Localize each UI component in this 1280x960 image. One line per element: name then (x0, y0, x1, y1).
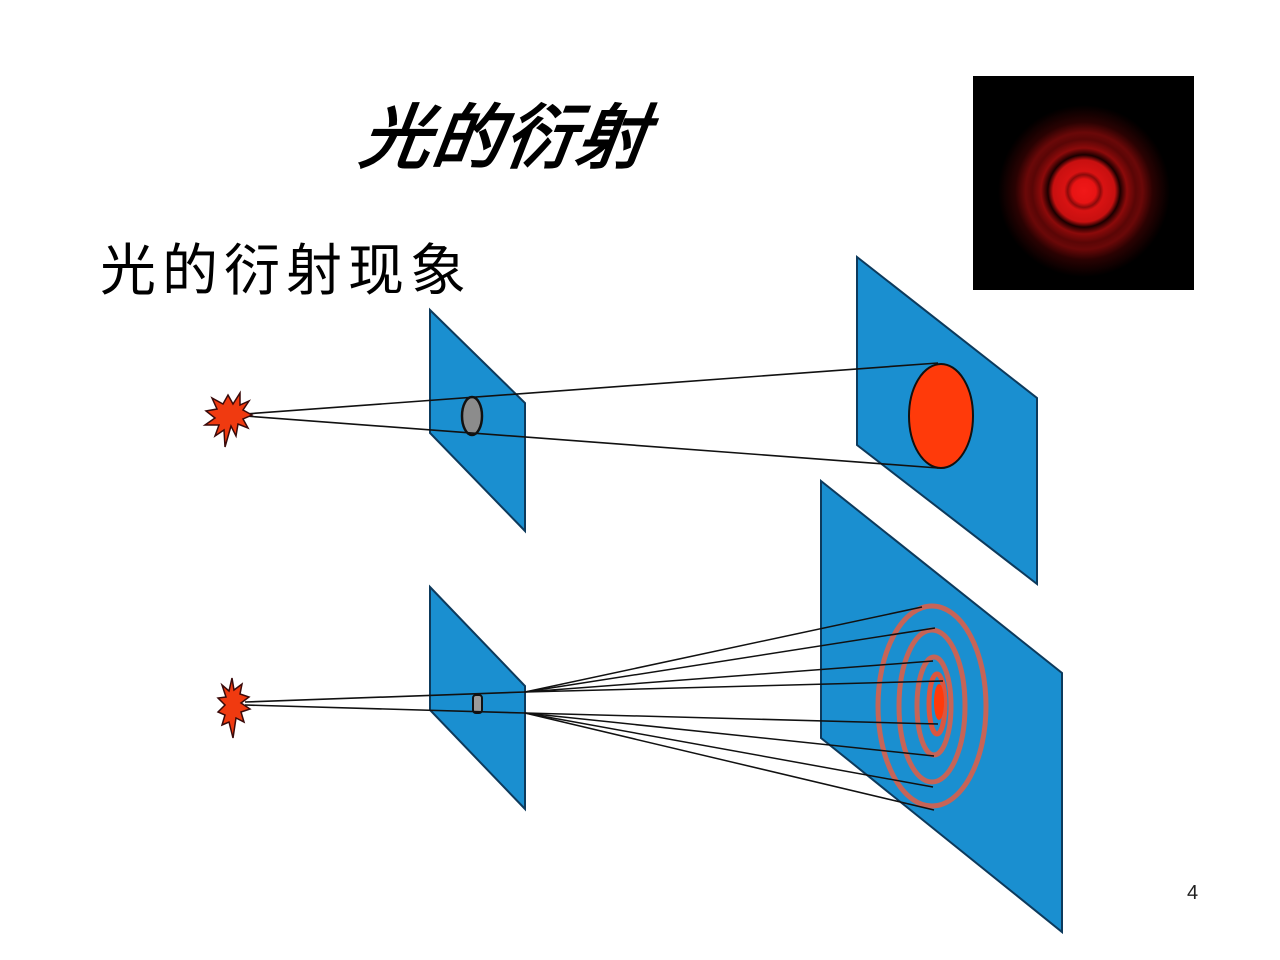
ray-top-upper (244, 362, 939, 415)
small-aperture-hole (472, 694, 483, 714)
light-source-star-bottom (216, 677, 252, 739)
ray-bottom-upper (244, 691, 526, 703)
geometric-bright-spot (908, 363, 974, 469)
page-number: 4 (1187, 882, 1199, 904)
diffraction-rings (875, 603, 989, 809)
diffraction-rings-photo-icon (973, 76, 1194, 290)
light-source-star-top (202, 390, 254, 448)
ray-bottom-lower (244, 704, 526, 714)
diffracted-rays (524, 606, 944, 811)
diffraction-pattern-photo (973, 76, 1194, 290)
large-aperture-hole (460, 395, 484, 437)
ray-top-lower (244, 415, 939, 469)
central-maximum (934, 684, 944, 720)
slide-subtitle: 光的衍射现象 (100, 239, 472, 304)
